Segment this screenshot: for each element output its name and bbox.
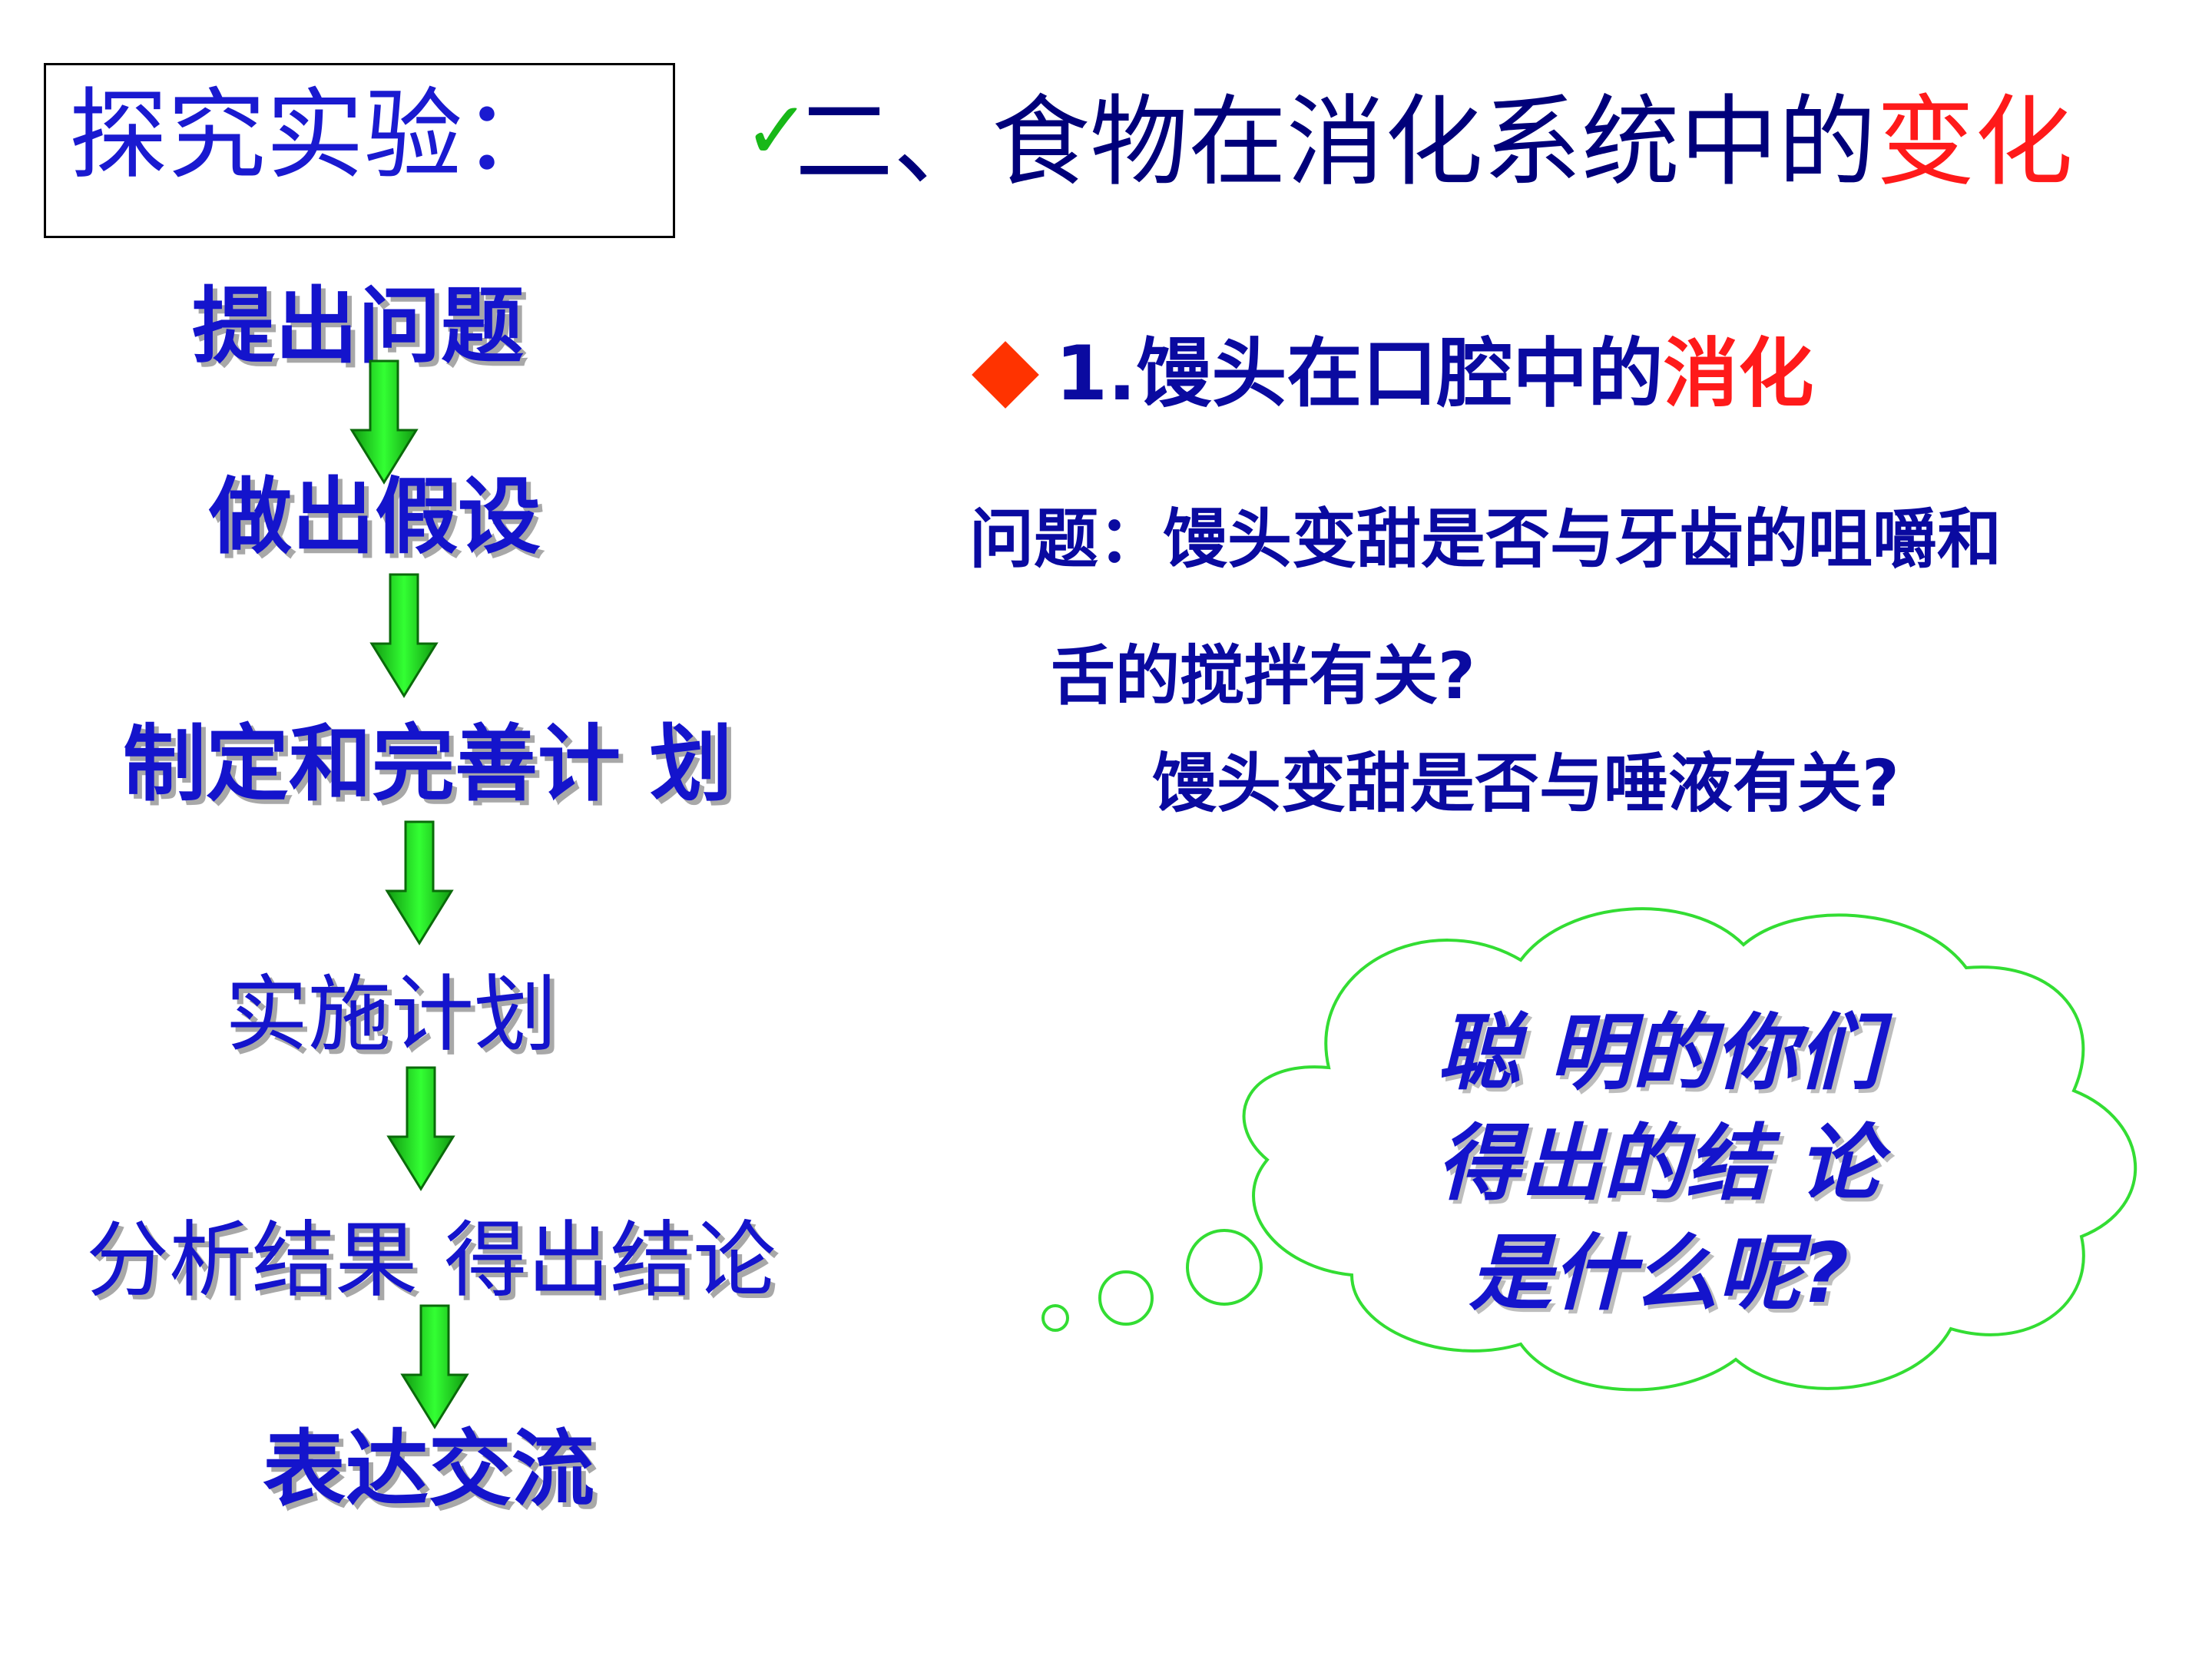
question-line-1: 问题：馒头变甜是否与牙齿的咀嚼和	[969, 502, 2002, 577]
down-arrow-icon	[386, 1066, 455, 1191]
question-line-2: 舌的搅拌有关?	[1051, 638, 1475, 714]
down-arrow-icon	[349, 359, 419, 485]
page-title: 二、食物在消化系统中的变化	[795, 94, 2073, 192]
page-title-text: 二、食物在消化系统中的	[795, 85, 1877, 200]
down-arrow-icon	[400, 1304, 469, 1429]
down-arrow-icon	[369, 573, 439, 698]
step-analyze-conclude: 分析结果 得出结论	[86, 1213, 777, 1309]
page-title-highlight: 变化	[1876, 85, 2074, 200]
step-ask-question: 提出问题	[192, 279, 525, 375]
step-hypothesis: 做出假设	[209, 469, 541, 565]
check-icon: ✓	[743, 84, 811, 177]
cloud-line: 聪 明的你们	[1437, 1005, 1881, 1101]
thought-bubble	[1186, 1229, 1263, 1306]
down-arrow-icon	[385, 820, 454, 945]
cloud-outline	[1242, 907, 2137, 1392]
thought-bubble	[1041, 1304, 1069, 1332]
cloud-line: 是什么呢?	[1469, 1226, 1849, 1323]
section-heading: 1.馒头在口腔中的消化	[969, 336, 1813, 412]
section-heading-highlight: 消化	[1663, 330, 1814, 418]
section-heading-text: 1.馒头在口腔中的	[1055, 330, 1664, 418]
question-line-3: 馒头变甜是否与唾液有关?	[1152, 746, 1899, 821]
inquiry-title: 探究实验：	[69, 78, 561, 193]
thought-bubble	[1098, 1270, 1154, 1326]
step-implement: 实施计划	[225, 967, 558, 1063]
cloud-text: 聪 明的你们 得出的结 论 是什么呢?	[1367, 998, 1951, 1330]
inquiry-title-box: 探究实验：	[44, 63, 675, 238]
cloud-line: 得出的结 论	[1437, 1115, 1881, 1212]
step-plan: 制定和完善计 划	[123, 717, 733, 813]
step-communicate: 表达交流	[263, 1422, 595, 1518]
